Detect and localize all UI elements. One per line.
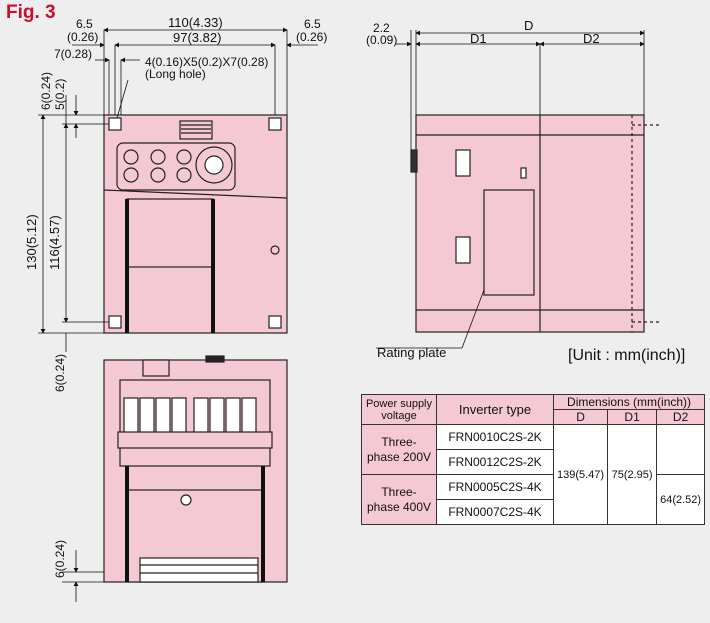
dim-top-right-margin-inch: (0.26) (296, 30, 328, 44)
D1-value-cell: 75(2.95) (607, 424, 658, 525)
dim-overall-height: 130(5.12) (24, 214, 39, 270)
supply-cell: Three-phase 400V (361, 474, 437, 525)
type-cell: FRN0010C2S-2K (436, 424, 554, 450)
col-D1-header: D1 (607, 409, 658, 425)
table-row: Three-phase 400V FRN0005C2S-4K 64(2.52) (361, 474, 706, 525)
bottom-view (103, 355, 288, 583)
col-D2-header: D2 (656, 409, 706, 425)
dim-depth-D2: D2 (583, 31, 600, 46)
dim-hole-pitch-width: 97(3.82) (173, 30, 222, 45)
dim-top-right-margin: 6.5 (304, 17, 321, 31)
figure-label: Fig. 3 (6, 2, 56, 23)
supply-cell: Three-phase 200V (361, 424, 437, 475)
dim-hole-pitch-height: 116(4.57) (47, 215, 62, 270)
table-row: FRN0007C2S-4K (362, 499, 705, 525)
table-row: FRN0012C2S-2K (362, 449, 705, 475)
dim-bottom-view-margin: 6(0.24) (53, 539, 67, 578)
dim-side-offset-inch: (0.09) (366, 33, 398, 47)
dim-top-left-margin-inch: (0.26) (67, 30, 99, 44)
col-supply-header: Power supply voltage (361, 394, 437, 425)
col-D-header: D (552, 409, 609, 425)
unit-note: [Unit : mm(inch)] (568, 347, 686, 364)
col-dims-header: Dimensions (mm(inch)) (552, 394, 706, 410)
dimension-table: Power supply voltage Inverter type Dimen… (361, 394, 706, 525)
dim-overall-width: 110(4.33) (168, 15, 223, 30)
dim-hole-type: (Long hole) (145, 67, 206, 81)
D2-empty-cell (656, 424, 706, 475)
rating-plate-label: Rating plate (377, 345, 447, 360)
dim-depth-D1: D1 (470, 31, 487, 46)
dim-top-left-margin: 6.5 (76, 17, 93, 31)
table-row: Three-phase 200V FRN0010C2S-2K 139(5.47)… (361, 424, 706, 525)
dim-bottom-margin: 6(0.24) (53, 353, 67, 392)
dim-depth-D: D (524, 18, 534, 33)
type-cell: FRN0007C2S-4K (436, 499, 554, 525)
dim-v-5: 5(0.2) (53, 78, 67, 110)
col-type-header: Inverter type (436, 394, 554, 425)
dim-hole-spec: 4(0.16)X5(0.2)X7(0.28) (145, 55, 269, 69)
type-cell: FRN0005C2S-4K (436, 474, 554, 500)
D-value-cell: 139(5.47) (552, 424, 609, 525)
dim-v-6: 6(0.24) (39, 71, 53, 110)
side-view (410, 114, 660, 333)
dim-side-offset: 2.2 (373, 21, 390, 35)
front-view (103, 114, 288, 334)
D2-value-cell: 64(2.52) (656, 474, 706, 525)
type-cell: FRN0012C2S-2K (436, 449, 554, 475)
dim-edge-7: 7(0.28) (54, 47, 93, 61)
